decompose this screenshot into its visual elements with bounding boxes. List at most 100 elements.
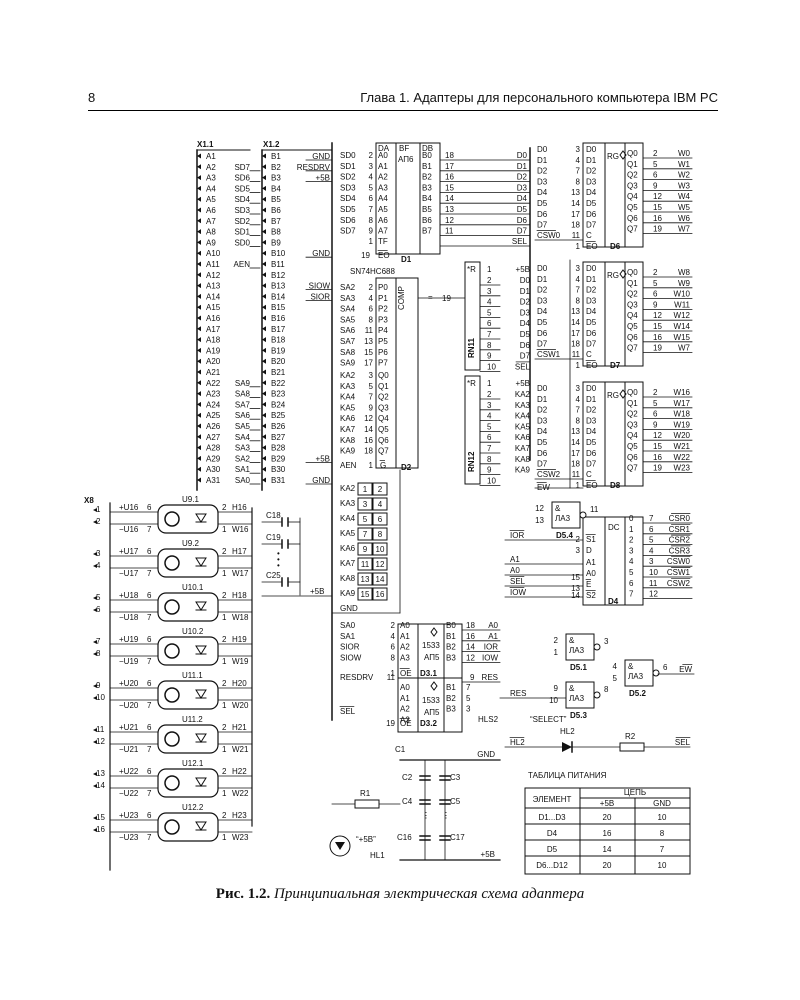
jumper-left bbox=[357, 542, 373, 556]
reg-w-pin: 19 bbox=[653, 464, 662, 473]
reg-d-label: D5 bbox=[586, 318, 597, 327]
pin-arrow bbox=[197, 477, 201, 483]
reg-d-label: D0 bbox=[586, 384, 597, 393]
reg-eo-pin: 1 bbox=[576, 242, 581, 251]
opto-h: H23 bbox=[232, 811, 247, 820]
d2-q-label: Q3 bbox=[378, 403, 389, 412]
rn12-pin: 2 bbox=[487, 390, 492, 399]
c18-label: C18 bbox=[266, 511, 281, 520]
d2-q-label: Q4 bbox=[378, 414, 389, 423]
d3-out-pin: 16 bbox=[466, 632, 475, 641]
d3-out-pin: 14 bbox=[466, 643, 475, 652]
d2-ka-pin: 16 bbox=[364, 436, 373, 445]
d1-input: SD1 bbox=[340, 162, 356, 171]
r1-resistor bbox=[354, 799, 380, 809]
opto-pin: 1 bbox=[222, 701, 227, 710]
pin-arrow bbox=[197, 347, 201, 353]
reg-d-label: D7 bbox=[586, 340, 597, 349]
cap-label: C16 bbox=[397, 833, 412, 842]
pin-arrow bbox=[262, 391, 266, 397]
opto-diode-icon bbox=[195, 777, 207, 787]
opto-pin: 6 bbox=[147, 503, 152, 512]
page-number: 8 bbox=[88, 90, 96, 105]
x11-pin: A2 bbox=[206, 163, 216, 172]
d1-output: D5 bbox=[517, 205, 528, 214]
d1-eo: EO bbox=[378, 251, 390, 260]
d4-in-label: A0 bbox=[586, 569, 596, 578]
opto-w: W17 bbox=[232, 569, 249, 578]
x11-pin: A7 bbox=[206, 217, 216, 226]
d5-4-amp: & bbox=[555, 504, 561, 513]
reg-d-pin: 7 bbox=[576, 167, 581, 176]
d4-sel: SEL bbox=[510, 577, 526, 586]
reg-w-pin: 5 bbox=[653, 279, 658, 288]
d3-input: SIOR bbox=[340, 643, 360, 652]
d1-in-pin: 7 bbox=[369, 205, 374, 214]
rn12-star: *R bbox=[467, 379, 476, 388]
d4-ior: IOR bbox=[510, 531, 524, 540]
reg-d-in: D4 bbox=[537, 427, 548, 436]
d5-2-label: D5.2 bbox=[629, 689, 646, 698]
jumper-right-pin: 12 bbox=[376, 560, 385, 569]
power-table bbox=[524, 787, 691, 875]
reg-ew: EW bbox=[537, 483, 550, 492]
rn12-label: KA4 bbox=[515, 412, 531, 421]
d5-2-amp: & bbox=[628, 662, 634, 671]
x8-arrow bbox=[93, 552, 97, 556]
d5-4-pin: 11 bbox=[590, 505, 599, 514]
d1-a-label: A4 bbox=[378, 194, 388, 203]
x12-pin: B30 bbox=[271, 465, 286, 474]
reg-w: W12 bbox=[674, 311, 691, 320]
reg-q-label: Q3 bbox=[627, 420, 638, 429]
x8-arrow bbox=[93, 564, 97, 568]
rn11-pin: 10 bbox=[487, 362, 496, 371]
reg-d-label: D2 bbox=[586, 406, 597, 415]
pin-arrow bbox=[262, 423, 266, 429]
reg-D8-right bbox=[624, 381, 644, 487]
reg-d-label: D6 bbox=[586, 329, 597, 338]
reg-d-in: D3 bbox=[537, 177, 548, 186]
d1-input: SD2 bbox=[340, 173, 356, 182]
rn12-body bbox=[464, 375, 481, 485]
d1-output: D7 bbox=[517, 227, 528, 236]
opto-pin: 7 bbox=[147, 701, 152, 710]
reg-d-label: D1 bbox=[586, 395, 597, 404]
d3-b-label: B2 bbox=[446, 694, 456, 703]
reg-d-label: D1 bbox=[586, 275, 597, 284]
reg-w-pin: 5 bbox=[653, 160, 658, 169]
jumper-left bbox=[357, 497, 373, 511]
opto-pin: 1 bbox=[222, 657, 227, 666]
opto-pin: 7 bbox=[147, 657, 152, 666]
rn12-pin: 5 bbox=[487, 422, 492, 431]
d3-sel-pin: 19 bbox=[386, 719, 395, 728]
d4-a0: A0 bbox=[510, 566, 520, 575]
reg-d-in: D5 bbox=[537, 199, 548, 208]
power-row-plus: 16 bbox=[603, 829, 612, 838]
d1-in-pin: 4 bbox=[369, 173, 374, 182]
reg-w: W7 bbox=[678, 225, 691, 234]
rn11-body bbox=[464, 261, 481, 371]
c19-label: C19 bbox=[266, 533, 281, 542]
reg-d-in: D0 bbox=[537, 264, 548, 273]
d1-in-pin: 6 bbox=[369, 194, 374, 203]
d5-1-label: D5.1 bbox=[570, 663, 587, 672]
x8-uout: −U17 bbox=[119, 569, 139, 578]
figure-caption: Рис. 1.2. Принципиальная электрическая с… bbox=[0, 886, 800, 903]
d4-name: D4 bbox=[608, 597, 619, 606]
jumper-right-pin: 4 bbox=[378, 500, 383, 509]
opto-h: H18 bbox=[232, 591, 247, 600]
d1-head-db: DB bbox=[422, 144, 433, 153]
x11-pin: A30 bbox=[206, 465, 221, 474]
d1-b-label: B6 bbox=[422, 216, 432, 225]
d1-out-pin: 12 bbox=[445, 216, 454, 225]
d1-in-pin: 9 bbox=[369, 227, 374, 236]
opto-name: U12.2 bbox=[182, 803, 204, 812]
d2-ka-input: KA9 bbox=[340, 447, 356, 456]
d2-p-label: P3 bbox=[378, 315, 388, 324]
reg-d-label: D1 bbox=[586, 156, 597, 165]
jumper-right-pin: 16 bbox=[376, 590, 385, 599]
x8-arrow bbox=[93, 684, 97, 688]
power-row-plus: 20 bbox=[603, 861, 612, 870]
opto-led-icon bbox=[164, 555, 180, 571]
pin-arrow bbox=[262, 412, 266, 418]
